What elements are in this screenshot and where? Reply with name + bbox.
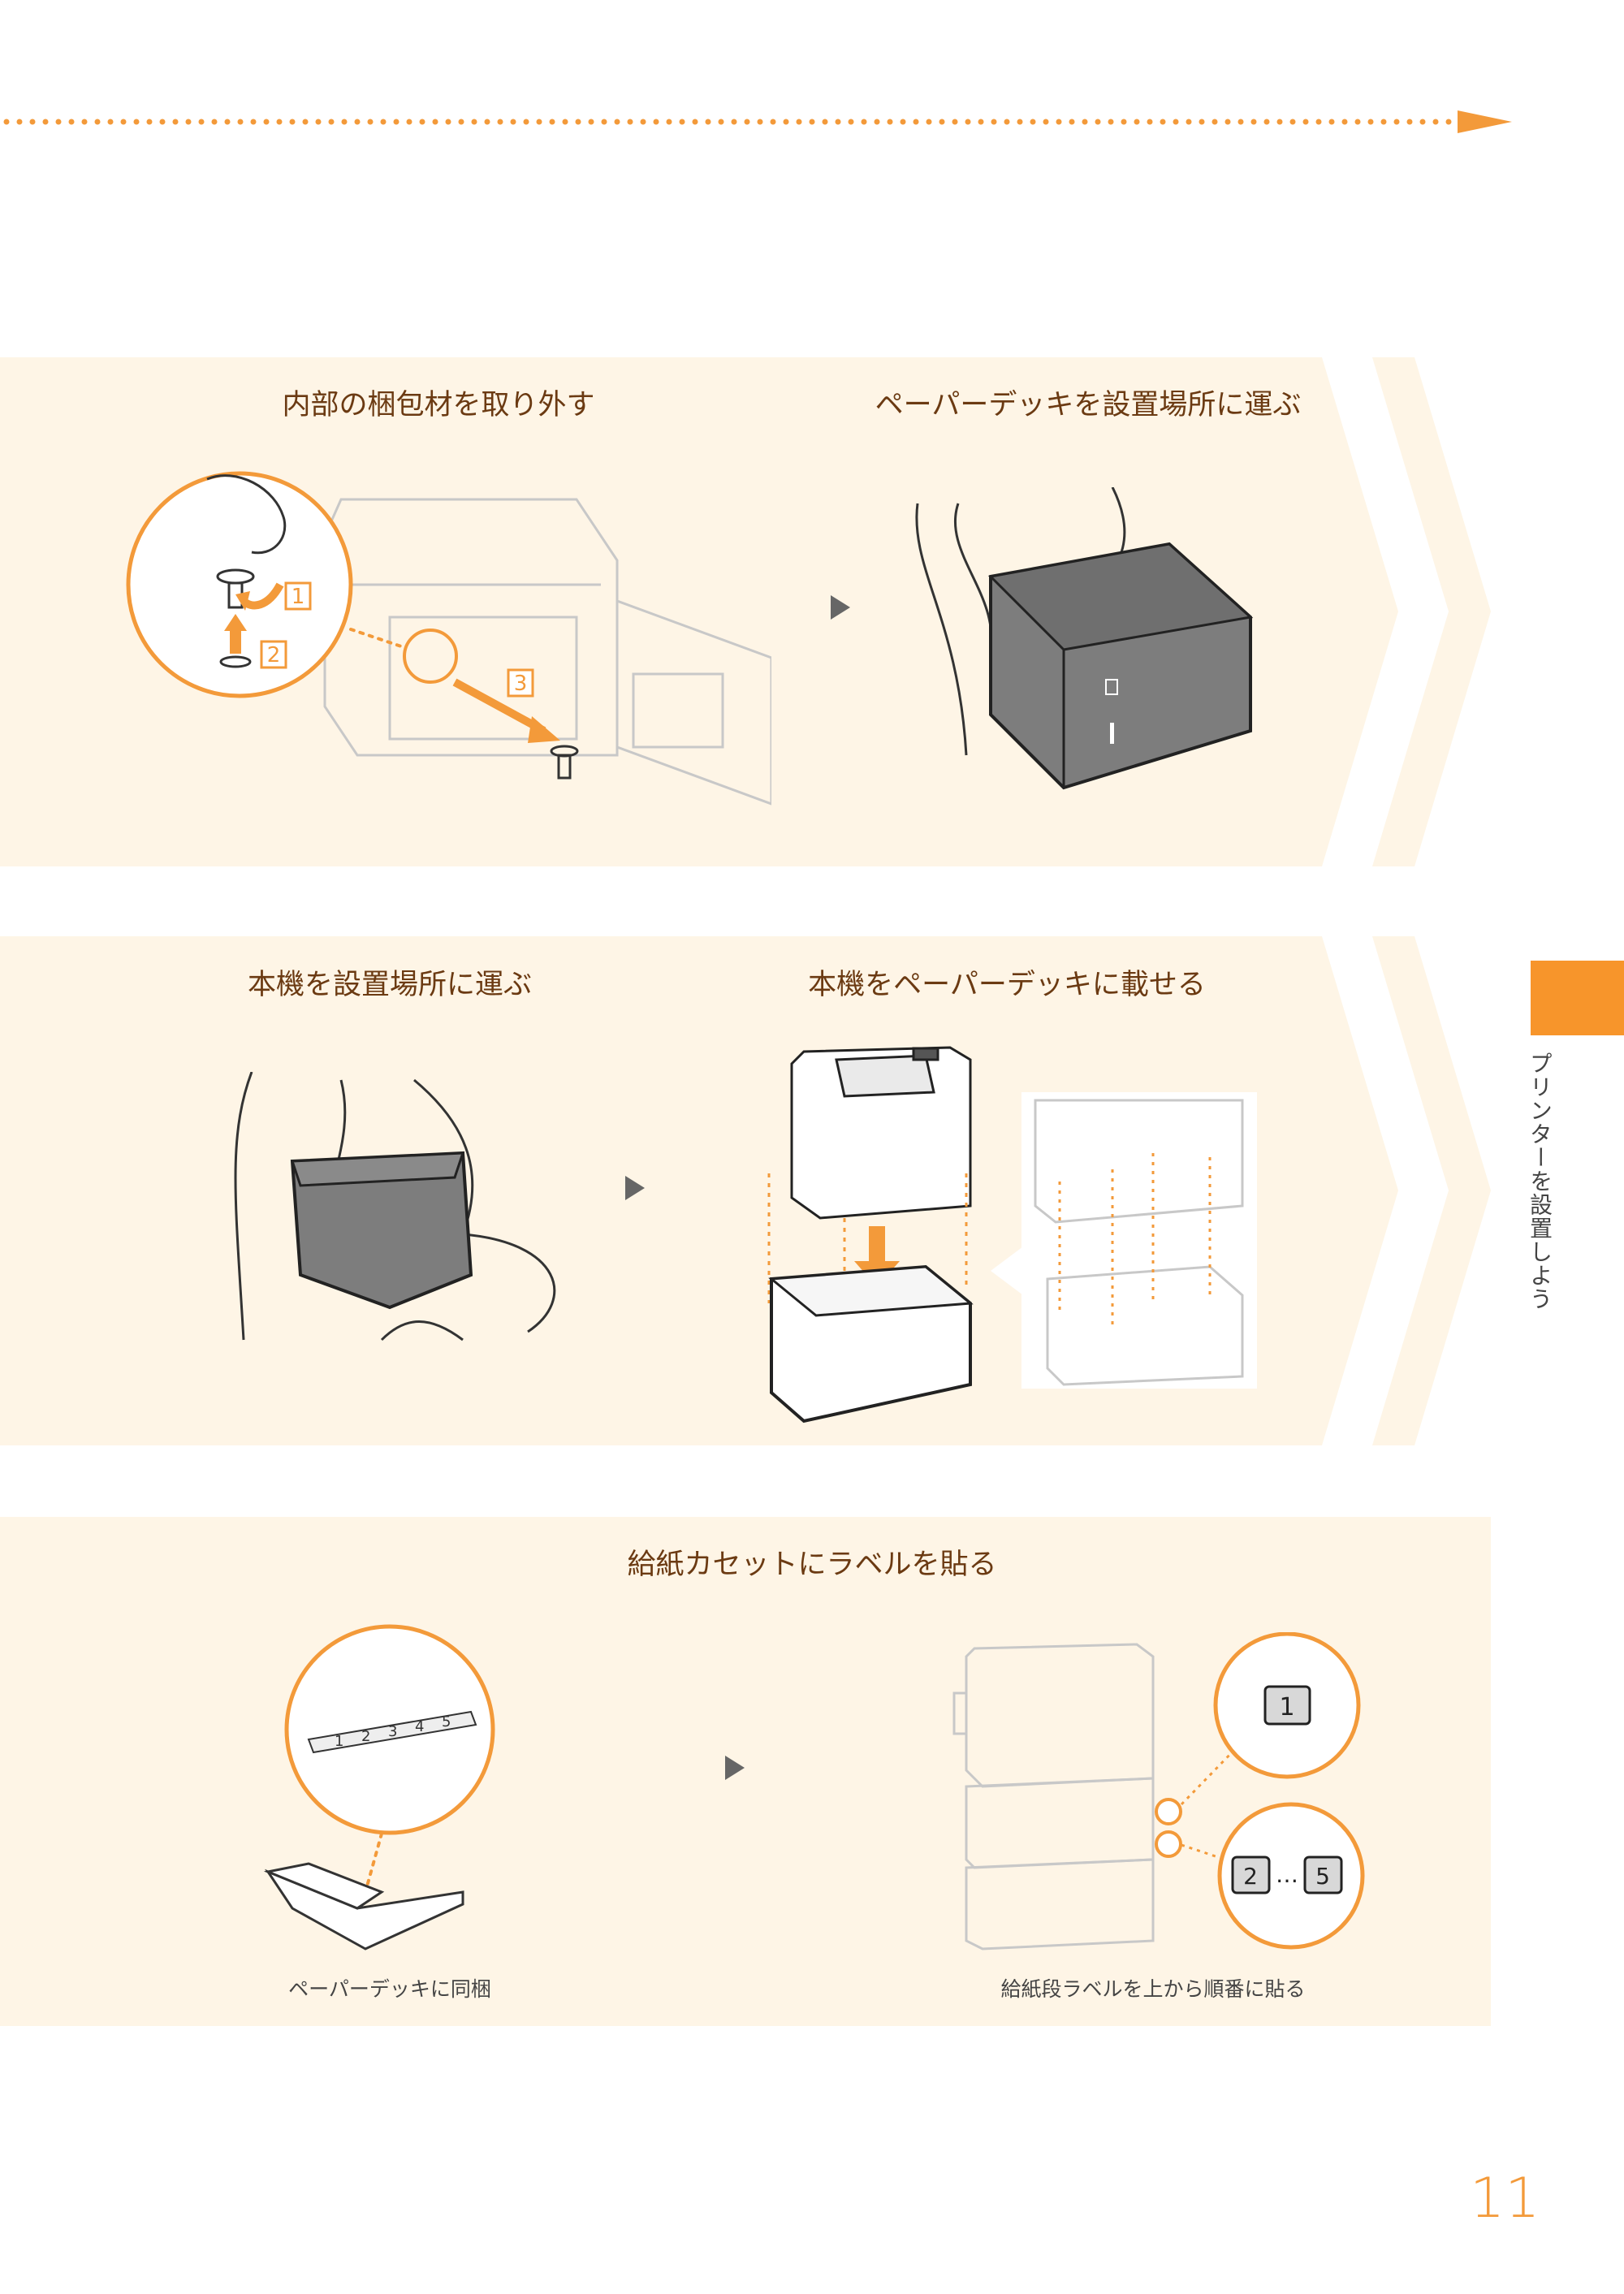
caption-apply-in-order: 給紙段ラベルを上から順番に貼る	[1000, 1977, 1306, 2001]
label-strip-1: 1	[335, 1733, 343, 1750]
illustration-place-printer	[767, 1046, 1257, 1423]
label-tag-5: 5	[1315, 1863, 1330, 1890]
next-arrow	[625, 1176, 645, 1200]
label-tag-2: 2	[1243, 1863, 1258, 1890]
chapter-tab-label: プリンターを設置しよう	[1527, 1052, 1553, 1311]
illustration-carry-printer	[234, 1072, 556, 1341]
step-title-place-printer: 本機をペーパーデッキに載せる	[808, 969, 1206, 1001]
callout-2: 2	[267, 643, 281, 667]
illustration-apply-labels: 1 2 … 5	[952, 1632, 1365, 1951]
illustration-carry-deck	[915, 487, 1254, 790]
step-title-carry-printer: 本機を設置場所に運ぶ	[247, 969, 532, 1001]
label-strip-3: 3	[388, 1723, 397, 1740]
illustration-label-sheet: 1 2 3 4 5	[263, 1624, 495, 1951]
label-strip-2: 2	[361, 1728, 370, 1745]
callout-3: 3	[514, 672, 528, 696]
page-number: 11	[1470, 2167, 1540, 2231]
step-title-remove-packing: 内部の梱包材を取り外す	[282, 389, 595, 421]
section-3-band	[0, 1517, 1491, 2026]
label-strip-4: 4	[415, 1718, 424, 1735]
label-strip-5: 5	[442, 1713, 451, 1730]
label-tag-1: 1	[1279, 1693, 1294, 1722]
next-arrow	[831, 595, 850, 620]
progress-arrow	[3, 110, 1512, 133]
step-title-carry-deck: ペーパーデッキを設置場所に運ぶ	[875, 389, 1302, 421]
next-arrow	[725, 1756, 745, 1780]
illustration-remove-packing: 1 2 3	[126, 471, 771, 806]
label-tag-ellipsis: …	[1276, 1861, 1298, 1888]
step-title-apply-labels: 給紙カセットにラベルを貼る	[627, 1549, 997, 1581]
caption-bundled-with-deck: ペーパーデッキに同梱	[288, 1977, 491, 2001]
callout-1: 1	[292, 585, 305, 609]
chapter-tab	[1531, 961, 1624, 1035]
